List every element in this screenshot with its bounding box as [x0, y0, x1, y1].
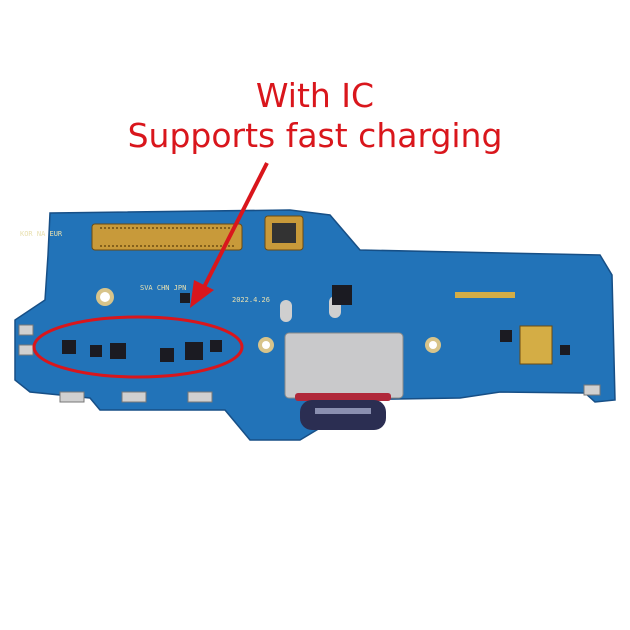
port-gasket — [295, 393, 391, 401]
gold-strip — [455, 292, 515, 298]
silkscreen-date: 2022.4.26 — [232, 296, 270, 304]
connector-pins — [100, 227, 235, 247]
annotation-subtitle: Supports fast charging — [127, 116, 503, 155]
ic-chips — [62, 285, 570, 362]
side-pads — [18, 324, 601, 403]
oval-pad — [280, 300, 292, 322]
silkscreen-region-2: SVA CHN JPN — [140, 284, 186, 292]
component-shield — [519, 325, 553, 365]
port-contacts — [315, 408, 371, 414]
port-opening — [300, 400, 386, 430]
annotation-title: With IC — [255, 76, 375, 115]
silkscreen-region: KOR NA EUR — [20, 230, 63, 238]
arrow-head — [190, 280, 214, 308]
highlight-ellipse — [32, 315, 244, 379]
usb-c-port — [284, 332, 404, 399]
pointer-arrow — [198, 162, 269, 296]
connector-socket — [272, 223, 296, 243]
flex-connector-large — [91, 223, 243, 251]
